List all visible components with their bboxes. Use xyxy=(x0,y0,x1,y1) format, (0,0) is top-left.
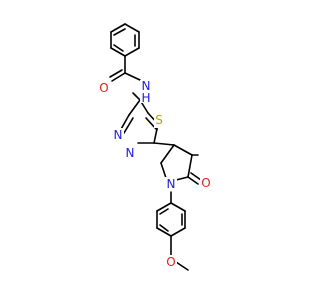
methoxyphenyl-ring xyxy=(156,191,189,271)
atom-labels: O N H S N N N O O xyxy=(99,79,212,269)
benzene-ring-top xyxy=(110,23,140,57)
lactam-oxygen-label: O xyxy=(201,176,210,190)
thiadiazole-nitrogen-1-label: N xyxy=(114,128,123,142)
amide-nitrogen-label: N xyxy=(142,79,151,93)
thiadiazole-sulfur-label: S xyxy=(155,113,163,127)
pyrrolidinone-ring xyxy=(153,142,202,185)
amide-hydrogen-label: H xyxy=(141,91,150,105)
thiadiazole-nitrogen-2-label: N xyxy=(126,146,135,160)
molecule-structure: O N H S N N N O O xyxy=(99,23,212,271)
thiadiazole-ring xyxy=(119,92,159,144)
amide-group xyxy=(109,55,141,82)
pyrrolidine-nitrogen-label: N xyxy=(167,177,176,191)
benzamide-oxygen-label: O xyxy=(99,81,108,95)
methoxy-oxygen-label: O xyxy=(166,255,175,269)
